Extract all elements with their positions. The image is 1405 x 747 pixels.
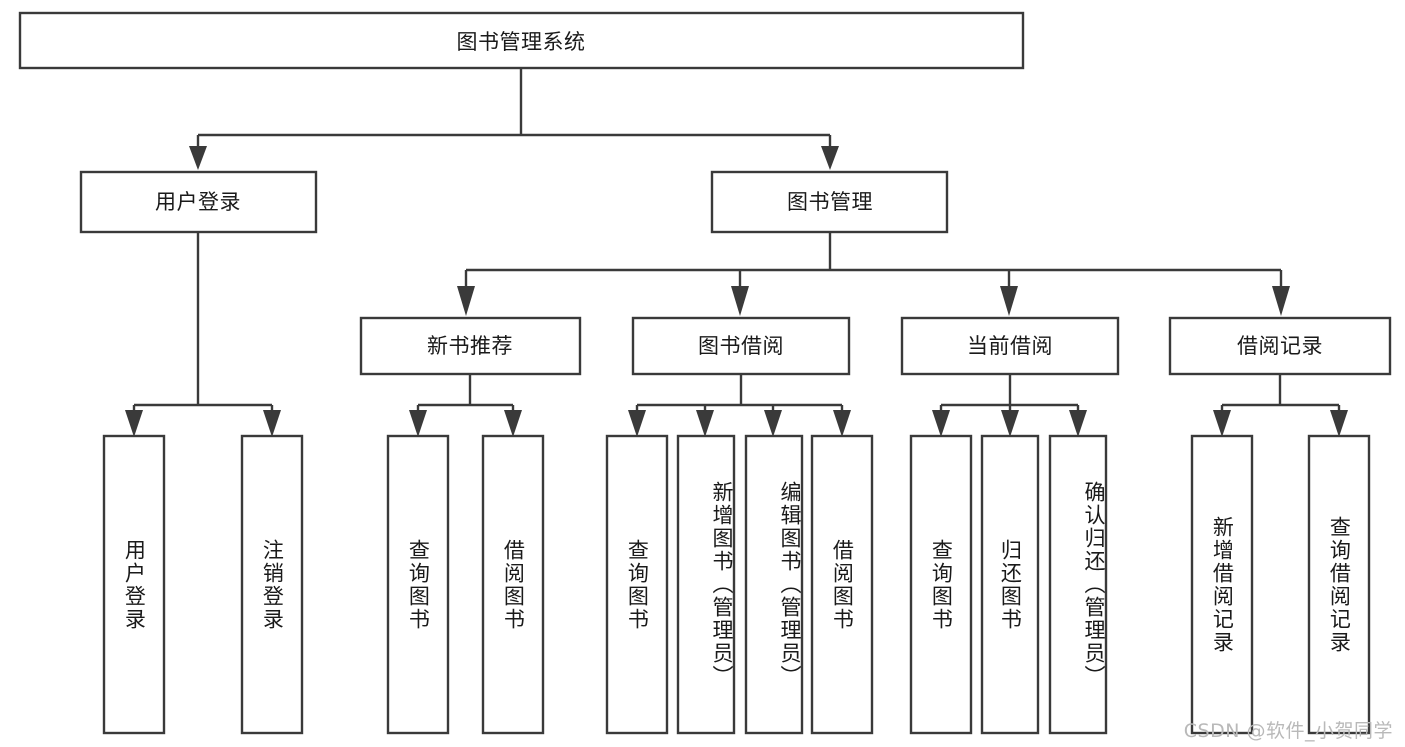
node-new-book-recommend-box[interactable] [359,316,582,376]
arrow-to-leaf-confirm-return [1069,410,1087,437]
node-borrow-record[interactable]: 借阅记录 [1168,316,1392,376]
leaf-box-confirm-return[interactable] [1048,434,1108,735]
leaf-box-borrow-book-1[interactable] [481,434,545,735]
node-user-login-label: 用户登录 [155,190,241,214]
leaf-box-return-book[interactable] [980,434,1040,735]
csdn-watermark: CSDN @软件_小贺同学 [1183,720,1393,742]
arrow-to-user-login [189,146,207,170]
node-user-login[interactable]: 用户登录 [79,170,318,234]
connector-current-borrow-to-leaves [932,374,1087,437]
connector-root-to-level2 [189,68,839,170]
arrow-to-leaf-query-book-1 [409,410,427,437]
node-root[interactable]: 图书管理系统 [18,11,1025,70]
node-new-book-recommend-label: 新书推荐 [427,334,513,358]
node-book-manage-box[interactable] [710,170,949,234]
arrow-to-leaf-user-login [125,410,143,437]
node-book-borrow-box[interactable] [631,316,851,376]
leaf-box-query-book-1[interactable] [386,434,450,735]
arrow-to-leaf-logout [263,410,281,437]
arrow-to-current-borrow [1000,286,1018,316]
connector-new-book-to-leaves [409,374,522,437]
leaf-box-query-book-2[interactable] [605,434,669,735]
leaf-box-query-book-3[interactable] [909,434,973,735]
arrow-to-new-book-recommend [457,286,475,316]
arrow-to-borrow-record [1272,286,1290,316]
arrow-to-leaf-borrow-book-2 [833,410,851,437]
node-root-box[interactable] [18,11,1025,70]
leaf-box-add-record[interactable] [1190,434,1254,735]
node-book-manage-label: 图书管理 [787,190,873,214]
node-current-borrow-box[interactable] [900,316,1120,376]
arrow-to-leaf-query-book-3 [932,410,950,437]
node-borrow-record-label: 借阅记录 [1237,334,1323,358]
arrow-to-leaf-add-record [1213,410,1231,437]
arrow-to-leaf-return-book [1001,410,1019,437]
arrow-to-book-manage [821,146,839,170]
leaf-box-edit-book[interactable] [744,434,804,735]
leaf-box-add-book[interactable] [676,434,736,735]
node-root-label: 图书管理系统 [457,30,586,54]
arrow-to-leaf-query-record [1330,410,1348,437]
arrow-to-book-borrow [731,286,749,316]
node-borrow-record-box[interactable] [1168,316,1392,376]
leaf-box-logout[interactable] [240,434,304,735]
leaf-box-query-record[interactable] [1307,434,1371,735]
node-current-borrow[interactable]: 当前借阅 [900,316,1120,376]
connector-book-borrow-to-leaves [628,374,851,437]
node-book-borrow[interactable]: 图书借阅 [631,316,851,376]
leaf-box-user-login[interactable] [102,434,166,735]
arrow-to-leaf-borrow-book-1 [504,410,522,437]
connector-borrow-record-to-leaves [1213,374,1348,437]
node-book-borrow-label: 图书借阅 [698,334,784,358]
node-current-borrow-label: 当前借阅 [967,334,1053,358]
connector-user-login-to-leaves [125,232,281,437]
node-new-book-recommend[interactable]: 新书推荐 [359,316,582,376]
connector-book-manage-to-level3 [457,232,1290,316]
arrow-to-leaf-query-book-2 [628,410,646,437]
arrow-to-leaf-edit-book [764,410,782,437]
node-book-manage[interactable]: 图书管理 [710,170,949,234]
arrow-to-leaf-add-book [696,410,714,437]
leaf-box-borrow-book-2[interactable] [810,434,874,735]
